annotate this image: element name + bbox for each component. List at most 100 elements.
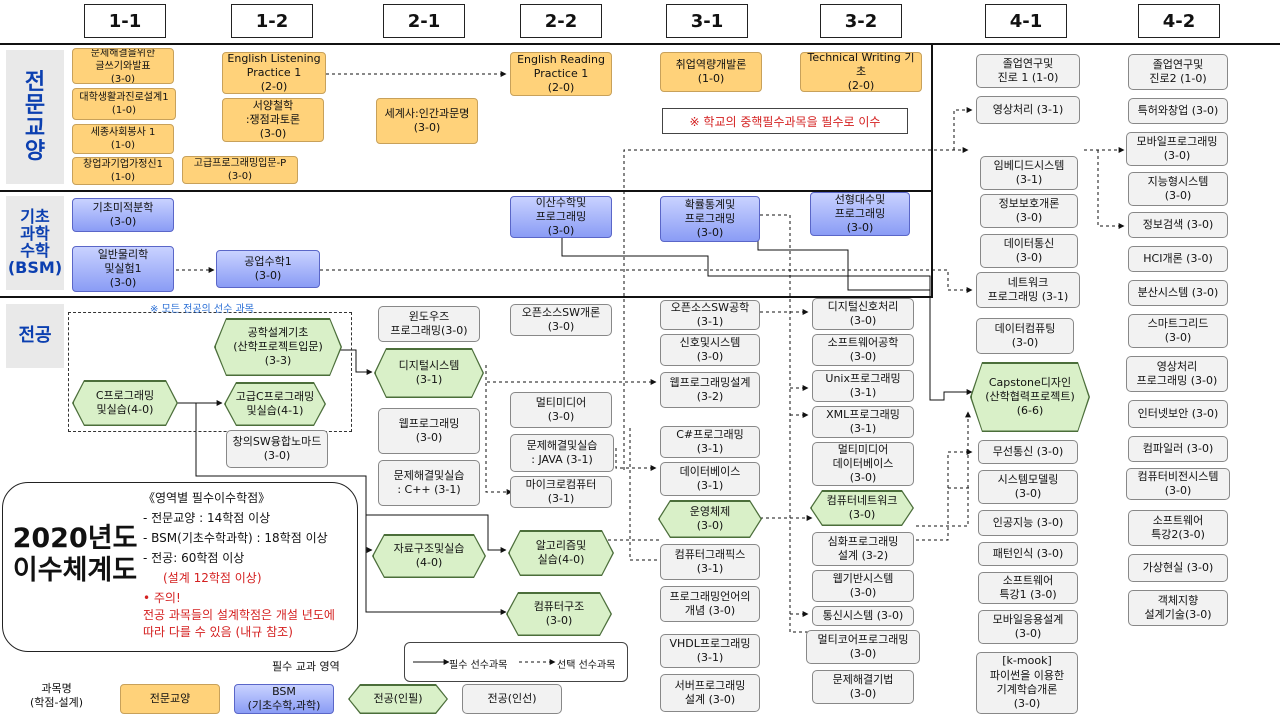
course-general: 창업과기업가정신1 (1-0) xyxy=(72,157,174,185)
semester-header: 3-2 xyxy=(820,4,902,38)
course-elective-major: 분산시스템 (3-0) xyxy=(1128,280,1228,306)
legend-dashed-label: 선택 선수과목 xyxy=(557,660,616,671)
course-bsm: 선형대수및 프로그래밍 (3-0) xyxy=(810,192,910,236)
summary-caution-text: 전공 과목들의 설계학점은 개설 년도에 따라 다를 수 있음 (내규 참조) xyxy=(143,608,335,639)
semester-header: 2-1 xyxy=(383,4,465,38)
course-elective-major: [k-mook] 파이썬을 이용한 기계학습개론 (3-0) xyxy=(976,652,1078,714)
summary-line: - BSM(기초수학과학) : 18학점 이상 xyxy=(143,531,328,545)
bsm-major-divider xyxy=(0,296,933,298)
summary-heading: 《영역별 필수이수학점》 xyxy=(143,491,271,505)
zone-bsm-label: 기초 과학 수학 (BSM) xyxy=(6,196,64,290)
course-elective-major: 스마트그리드 (3-0) xyxy=(1128,314,1228,348)
course-general: 세종사회봉사 1 (1-0) xyxy=(72,124,174,154)
course-general: English Reading Practice 1 (2-0) xyxy=(510,52,612,96)
required-core-note: ※ 학교의 중핵필수과목을 필수로 이수 xyxy=(662,108,908,134)
course-elective-major: 오픈소스SW개론 (3-0) xyxy=(510,304,612,336)
legend-bsm: BSM (기초수학,과학) xyxy=(234,684,334,714)
course-elective-major: 소프트웨어공학 (3-0) xyxy=(812,334,914,366)
course-elective-major: VHDL프로그래밍 (3-1) xyxy=(660,634,760,668)
legend-general: 전문교양 xyxy=(120,684,220,714)
course-required-major: 컴퓨터네트워크 (3-0) xyxy=(810,490,914,526)
course-elective-major: 컴퓨터비전시스템 (3-0) xyxy=(1126,468,1230,500)
general-bsm-divider xyxy=(0,190,933,192)
course-elective-major: 신호및시스템 (3-0) xyxy=(660,334,760,366)
all-major-prereq-frame xyxy=(68,312,352,432)
course-elective-major: 윈도우즈 프로그래밍(3-0) xyxy=(378,306,480,342)
course-elective-major: 인공지능 (3-0) xyxy=(978,510,1078,536)
top-divider xyxy=(0,43,1280,45)
course-elective-major: 멀티코어프로그래밍 (3-0) xyxy=(806,630,920,664)
course-elective-major: XML프로그래밍 (3-1) xyxy=(812,406,914,438)
course-elective-major: 마이크로컴퓨터 (3-1) xyxy=(510,476,612,508)
course-elective-major: 시스템모델링 (3-0) xyxy=(978,470,1078,504)
course-elective-major: 지능형시스템 (3-0) xyxy=(1128,172,1228,206)
summary-panel: 2020년도 이수체계도 《영역별 필수이수학점》 - 전문교양 : 14학점 … xyxy=(2,482,358,652)
legend-required-major: 전공(인필) xyxy=(348,684,448,714)
course-elective-major: 모바일프로그래밍 (3-0) xyxy=(1126,132,1228,166)
summary-caution: • 주의! xyxy=(143,591,181,605)
course-bsm: 공업수학1 (3-0) xyxy=(216,250,320,288)
course-elective-major: 소프트웨어 특강1 (3-0) xyxy=(978,572,1078,604)
course-elective-major: 데이터컴퓨팅 (3-0) xyxy=(976,318,1074,354)
course-elective-major: 영상처리 프로그래밍 (3-0) xyxy=(1126,356,1228,392)
course-required-major: 고급C프로그래밍 및실습(4-1) xyxy=(224,382,326,426)
course-elective-major: 문제해결및실습 : JAVA (3-1) xyxy=(510,434,614,472)
summary-line: - 전문교양 : 14학점 이상 xyxy=(143,511,271,525)
semester-header: 4-1 xyxy=(985,4,1067,38)
course-required-major: 알고리즘및 실습(4-0) xyxy=(508,530,614,576)
all-major-prereq-note: ※ 모든 전공의 선수 과목 xyxy=(150,304,254,315)
course-elective-major: 졸업연구및 진로 1 (1-0) xyxy=(976,54,1080,88)
course-general: 세계사:인간과문명 (3-0) xyxy=(376,98,478,144)
semester-header: 1-1 xyxy=(84,4,166,38)
course-elective-major: 문제해결기법 (3-0) xyxy=(812,670,914,704)
course-elective-major: 컴파일러 (3-0) xyxy=(1128,436,1228,462)
course-elective-major: 웹프로그래밍설계 (3-2) xyxy=(660,372,760,408)
course-elective-major: 멀티미디어 (3-0) xyxy=(510,392,612,428)
course-elective-major: 소프트웨어 특강2(3-0) xyxy=(1128,510,1228,546)
course-bsm: 이산수학및 프로그래밍 (3-0) xyxy=(510,196,612,238)
course-elective-major: HCI개론 (3-0) xyxy=(1128,246,1228,272)
course-required-major: 공학설계기초 (산학프로젝트입문) (3-3) xyxy=(214,318,342,376)
course-required-major: 자료구조및실습 (4-0) xyxy=(372,534,486,578)
course-general: 고급프로그래밍입문-P (3-0) xyxy=(182,156,298,184)
course-elective-major: C#프로그래밍 (3-1) xyxy=(660,426,760,458)
course-bsm: 확률통계및 프로그래밍 (3-0) xyxy=(660,196,760,242)
zone-general-label: 전 문 교 양 xyxy=(6,50,64,184)
course-elective-major: 데이터베이스 (3-1) xyxy=(660,462,760,496)
course-required-major: C프로그래밍 및실습(4-0) xyxy=(72,380,178,426)
course-elective-major: 객체지향 설계기술(3-0) xyxy=(1128,590,1228,626)
course-elective-major: 특허와창업 (3-0) xyxy=(1128,98,1228,124)
course-elective-major: 심화프로그래밍 설계 (3-2) xyxy=(812,532,914,566)
course-elective-major: 가상현실 (3-0) xyxy=(1128,554,1228,582)
course-elective-major: 웹기반시스템 (3-0) xyxy=(812,570,914,602)
summary-design-credit: (설계 12학점 이상) xyxy=(163,571,262,585)
semester-header: 3-1 xyxy=(666,4,748,38)
course-elective-major: 오픈소스SW공학 (3-1) xyxy=(660,300,760,330)
course-elective-major: 네트워크 프로그래밍 (3-1) xyxy=(976,272,1080,308)
course-elective-major: 문제해결및실습 : C++ (3-1) xyxy=(378,460,480,506)
zone-major-label: 전공 xyxy=(6,304,64,368)
summary-line: - 전공: 60학점 이상 xyxy=(143,551,245,565)
legend-solid-arrow xyxy=(413,659,450,665)
course-required-major: 운영체제 (3-0) xyxy=(658,500,762,538)
area-right-divider xyxy=(931,43,933,298)
legend-arrows-box: 필수 선수과목 선택 선수과목 xyxy=(404,642,628,682)
legend-elective-major: 전공(인선) xyxy=(462,684,562,714)
course-required-major: 디지털시스템 (3-1) xyxy=(374,348,484,398)
course-elective-major: 졸업연구및 진로2 (1-0) xyxy=(1128,54,1228,90)
legend-area-title: 필수 교과 영역 xyxy=(272,660,340,673)
semester-header: 4-2 xyxy=(1138,4,1220,38)
semester-header: 2-2 xyxy=(520,4,602,38)
course-general: English Listening Practice 1 (2-0) xyxy=(222,52,326,94)
course-general: 취업역량개발론 (1-0) xyxy=(660,52,762,92)
course-elective-major: 정보보호개론 (3-0) xyxy=(980,194,1078,228)
course-elective-major: 임베디드시스템 (3-1) xyxy=(980,156,1078,190)
course-elective-major: 통신시스템 (3-0) xyxy=(812,606,914,626)
legend-dashed-arrow xyxy=(519,659,556,665)
course-elective-major: 패턴인식 (3-0) xyxy=(978,542,1078,566)
semester-header: 1-2 xyxy=(231,4,313,38)
course-elective-major: 무선통신 (3-0) xyxy=(978,440,1078,464)
course-general: 문제해결을위한 글쓰기와발표 (3-0) xyxy=(72,48,174,84)
course-elective-major: 웹프로그래밍 (3-0) xyxy=(378,408,480,454)
course-elective-major: 영상처리 (3-1) xyxy=(976,96,1080,124)
